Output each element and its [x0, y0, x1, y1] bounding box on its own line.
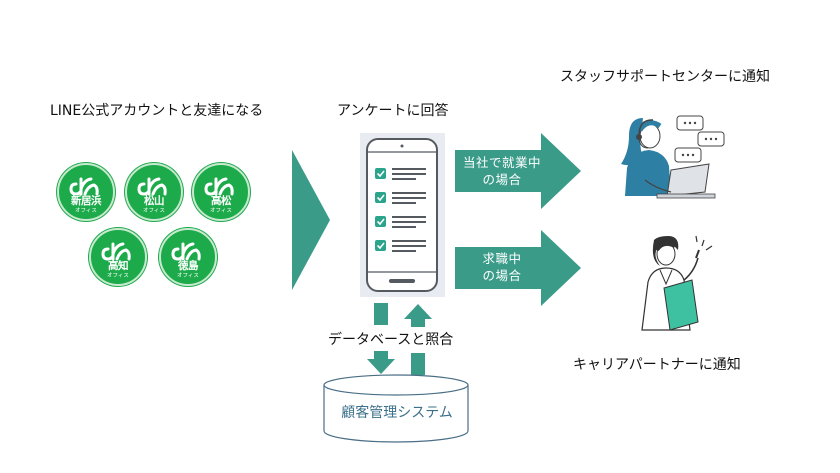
arrow-seeking-line1: 求職中 — [482, 251, 522, 266]
database-icon — [323, 374, 469, 443]
line-office-badge-icon — [69, 177, 99, 196]
smartphone-checklist-icon — [366, 138, 438, 292]
line-office-badge-icon — [101, 242, 131, 261]
arrow-seeking-text: 求職中 の場合 — [458, 250, 546, 284]
arrow-employed-line2: の場合 — [482, 172, 522, 187]
office-sub: オフィス — [210, 208, 232, 214]
office-name: 高松 — [211, 195, 232, 207]
career-notify-label: キャリアパートナーに通知 — [573, 357, 741, 373]
office-name: 徳島 — [178, 260, 199, 272]
line-account-label: LINE公式アカウントと友達になる — [50, 103, 264, 119]
line-office-badge-icon — [204, 177, 234, 196]
line-office-badge-icon — [137, 177, 167, 196]
office-sub: オフィス — [107, 273, 129, 279]
survey-label: アンケートに回答 — [337, 103, 449, 119]
career-partner-illustration — [641, 235, 713, 331]
arrow-employed — [455, 133, 581, 209]
arrow-down — [367, 303, 395, 374]
arrow-employed-text: 当社で就業中 の場合 — [458, 154, 546, 188]
line-office-badge-icon — [171, 242, 201, 261]
support-operator-illustration — [621, 115, 725, 199]
office-badge-matsuyama: 松山 オフィス — [125, 163, 183, 221]
office-badge-tokushima: 徳島 オフィス — [159, 228, 217, 286]
db-system-label: 顧客管理システム — [341, 405, 453, 421]
office-badge-kochi: 高知 オフィス — [89, 228, 147, 286]
office-sub: オフィス — [177, 273, 199, 279]
office-name: 松山 — [144, 195, 165, 207]
office-name: 高知 — [108, 260, 129, 272]
office-name: 新居浜 — [71, 195, 102, 207]
arrow-seeking-line2: の場合 — [482, 268, 522, 283]
db-match-label: データベースと照合 — [328, 332, 454, 348]
office-sub: オフィス — [75, 208, 97, 214]
arrow-up — [404, 304, 432, 375]
staff-notify-label: スタッフサポートセンターに通知 — [560, 69, 770, 85]
arrow-seeking — [455, 230, 581, 306]
office-sub: オフィス — [143, 208, 165, 214]
office-badge-niihama: 新居浜 オフィス — [57, 163, 115, 221]
flow-chevron — [292, 150, 330, 290]
office-badge-takamatsu: 高松 オフィス — [192, 163, 250, 221]
arrow-employed-line1: 当社で就業中 — [462, 155, 541, 170]
